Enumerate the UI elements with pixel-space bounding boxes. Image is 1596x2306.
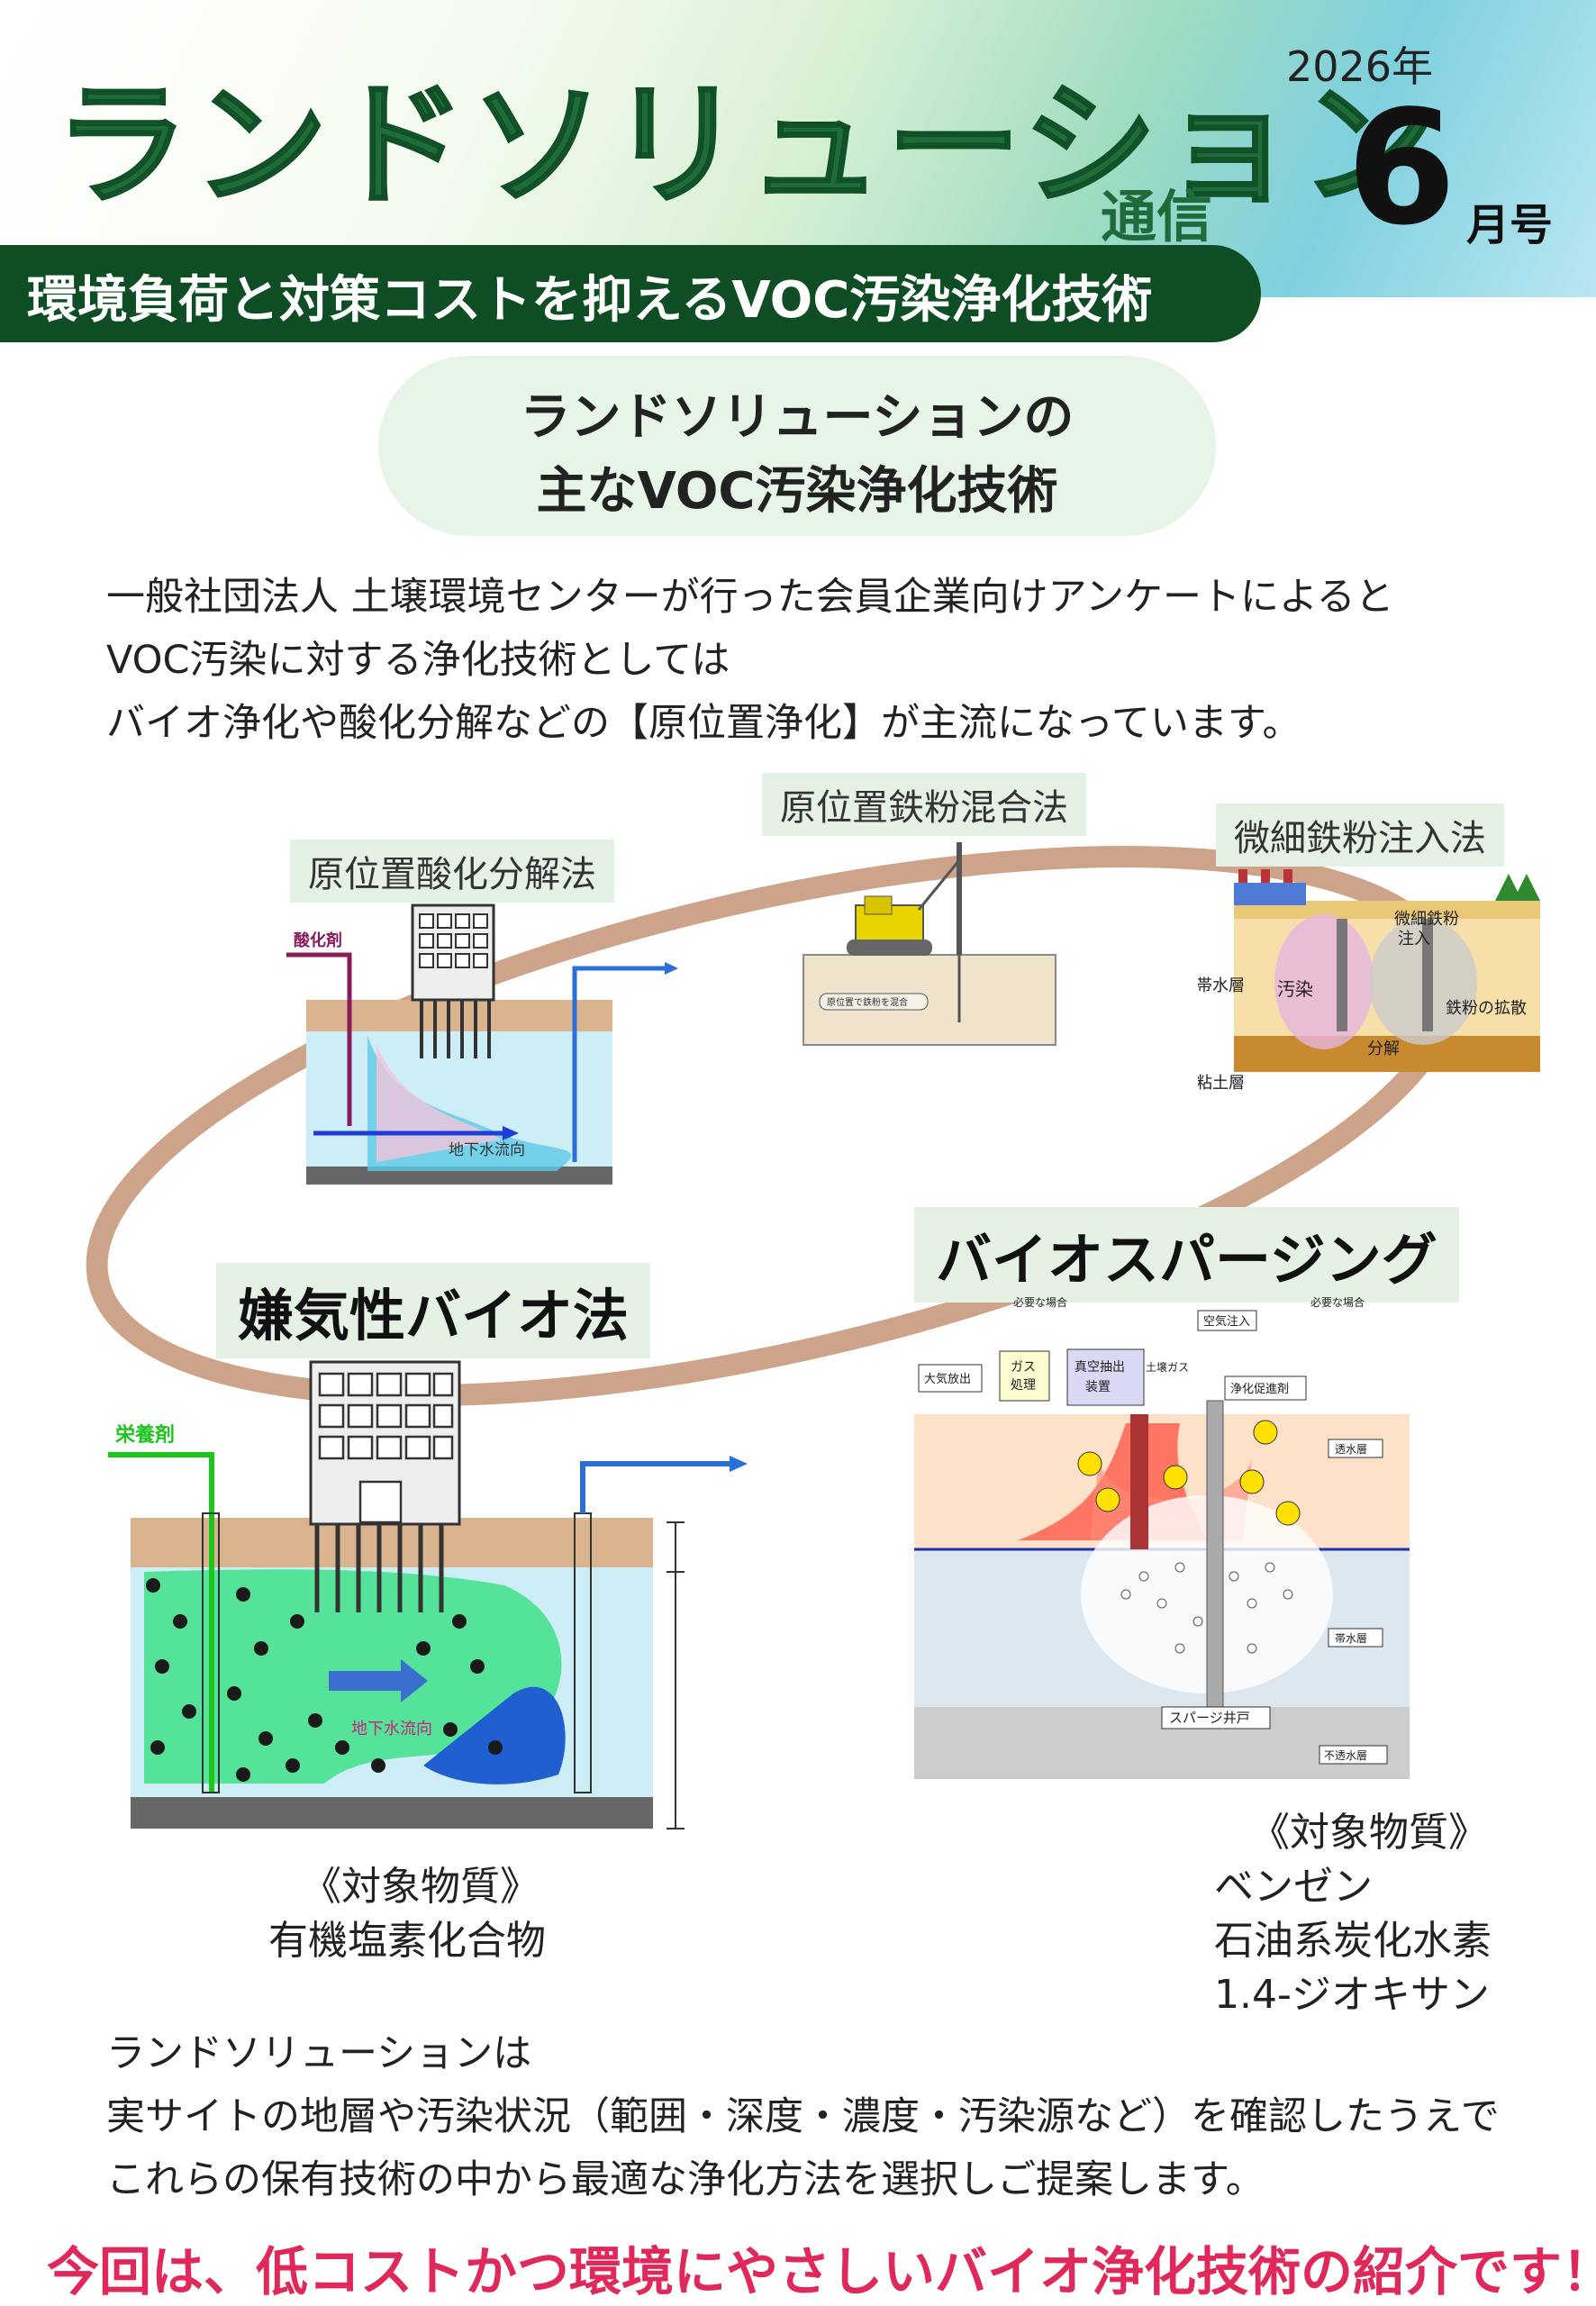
intro-line-3: バイオ浄化や酸化分解などの【原位置浄化】が主流になっています。: [106, 701, 1301, 746]
permeable-label: 透水層: [1335, 1443, 1367, 1456]
section-title-line2: 主なVOC汚染浄化技術: [536, 462, 1058, 521]
intro-line-2: VOC汚染に対する浄化技術としては: [106, 638, 730, 683]
label-iron-mix: 原位置鉄粉混合法: [762, 773, 1086, 836]
brand-subtitle: 通信: [1101, 184, 1213, 250]
air-inject-label: 空気注入: [1203, 1314, 1250, 1329]
iron-inject-label: 微細鉄粉: [1394, 910, 1459, 929]
oxidation-diagram: 酸化剤 地下水流向: [286, 903, 678, 1185]
issue-month-suffix: 月号: [1466, 200, 1554, 250]
promoter-label: 浄化促進剤: [1230, 1382, 1289, 1396]
section-title-line1: ランドソリューションの: [520, 388, 1075, 447]
label-sparging: バイオスパージング: [914, 1207, 1459, 1303]
closing-line-3: これらの保有技術の中から最適な浄化方法を選択しご提案します。: [106, 2157, 1265, 2202]
brand-title: ランドソリューション: [53, 67, 1439, 225]
issue-year: 2026年: [1286, 42, 1434, 91]
label-anaerobic: 嫌気性バイオ法: [216, 1263, 651, 1358]
iron-inject-label2: 注入: [1398, 930, 1430, 949]
anaerobic-diagram: 栄養剤 地下水流向: [108, 1360, 748, 1829]
closing-line-1: ランドソリューションは: [106, 2031, 532, 2076]
sparging-aquifer-label: 帯水層: [1335, 1632, 1367, 1645]
sparging-target-2: 石油系炭化水素: [1214, 1918, 1492, 1964]
iron-mix-note: 原位置で鉄粉を混合: [827, 996, 908, 1008]
spread-label: 鉄粉の拡散: [1446, 999, 1527, 1018]
label-oxidation: 原位置酸化分解法: [290, 840, 614, 903]
sparging-target-1: ベンゼン: [1214, 1864, 1373, 1910]
if-needed-right: 必要な場合: [1310, 1297, 1365, 1309]
if-needed-left: 必要な場合: [1013, 1297, 1067, 1309]
section-title-pill: [378, 356, 1216, 536]
headline-text: 環境負荷と対策コストを抑えるVOC汚染浄化技術: [27, 271, 1153, 330]
gas-label: ガス: [1011, 1360, 1036, 1375]
oxidation-agent-label: 酸化剤: [294, 931, 342, 950]
release-label: 大気放出: [924, 1372, 971, 1386]
sparging-target-3: 1.4-ジオキサン: [1214, 1972, 1490, 2018]
anaerobic-target-heading: 《対象物質》: [302, 1864, 540, 1910]
gas-label2: 処理: [1011, 1378, 1036, 1393]
intro-line-1: 一般社団法人 土壌環境センターが行った会員企業向けアンケートによると: [106, 575, 1394, 620]
sparging-diagram: 必要な場合 必要な場合 空気注入 大気放出 ガス 処理 真空抽出 装置 土壌ガス…: [914, 1297, 1410, 1779]
contamination-label: 汚染: [1277, 978, 1313, 1000]
sparging-target-heading: 《対象物質》: [1250, 1810, 1488, 1856]
anaerobic-flow-label: 地下水流向: [351, 1720, 432, 1739]
impermeable-label: 不透水層: [1324, 1749, 1367, 1762]
issue-month-number: 6: [1347, 77, 1456, 260]
iron-injection-diagram: 微細鉄粉 注入 帯水層 汚染 鉄粉の拡散 分解 粘土層: [1198, 869, 1540, 1093]
aquifer-label: 帯水層: [1198, 976, 1245, 995]
vacuum-label: 真空抽出: [1075, 1360, 1125, 1375]
soil-gas-label: 土壌ガス: [1146, 1361, 1189, 1374]
headline-banner: [0, 245, 1261, 342]
vacuum-label2: 装置: [1085, 1380, 1111, 1394]
sparge-well-label: スパージ井戸: [1169, 1710, 1250, 1726]
closing-line-2: 実サイトの地層や汚染状況（範囲・深度・濃度・汚染源など）を確認したうえで: [106, 2094, 1500, 2139]
anaerobic-target-1: 有機塩素化合物: [268, 1918, 546, 1964]
nutrient-label: 栄養剤: [114, 1423, 175, 1447]
label-iron-injection: 微細鉄粉注入法: [1216, 803, 1504, 867]
oxidation-flow-label: 地下水流向: [449, 1141, 525, 1159]
decompose-label: 分解: [1367, 1040, 1400, 1058]
iron-mix-diagram: 原位置で鉄粉を混合: [803, 842, 1056, 1046]
clay-label: 粘土層: [1198, 1074, 1245, 1093]
final-message: 今回は、低コストかつ環境にやさしいバイオ浄化技術の紹介です！: [47, 2241, 1596, 2302]
